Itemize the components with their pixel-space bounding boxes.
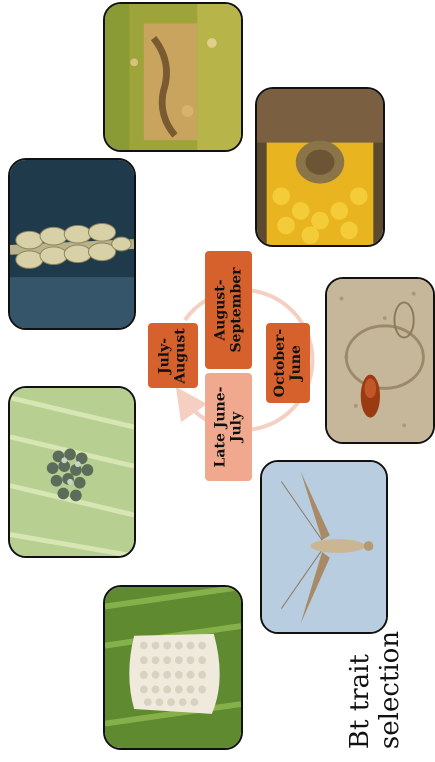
stage-july-august-label: July- August [157, 328, 189, 383]
stage-october-june-label: October- June [272, 329, 304, 397]
stage-late-june-july: Late June- July [205, 373, 252, 481]
photo-corn-ear-damage [255, 87, 385, 247]
stage-july-august: July- August [148, 323, 198, 388]
stage-late-june-july-label: Late June- July [213, 387, 245, 468]
stage-october-june: October- June [266, 323, 310, 403]
photo-adult-moth [260, 460, 388, 634]
photo-corn-tassel [8, 158, 136, 330]
stage-august-september: August- September [205, 251, 252, 369]
photo-pupa-in-soil [325, 277, 435, 444]
stage-august-september-label: August- September [213, 267, 245, 352]
photo-egg-mass-hatching [8, 386, 136, 558]
photo-larva-in-stalk [103, 2, 243, 152]
bt-trait-caption: Bt trait selection [320, 622, 430, 758]
bt-trait-caption-text: Bt trait selection [345, 631, 405, 749]
photo-egg-mass [103, 585, 243, 750]
